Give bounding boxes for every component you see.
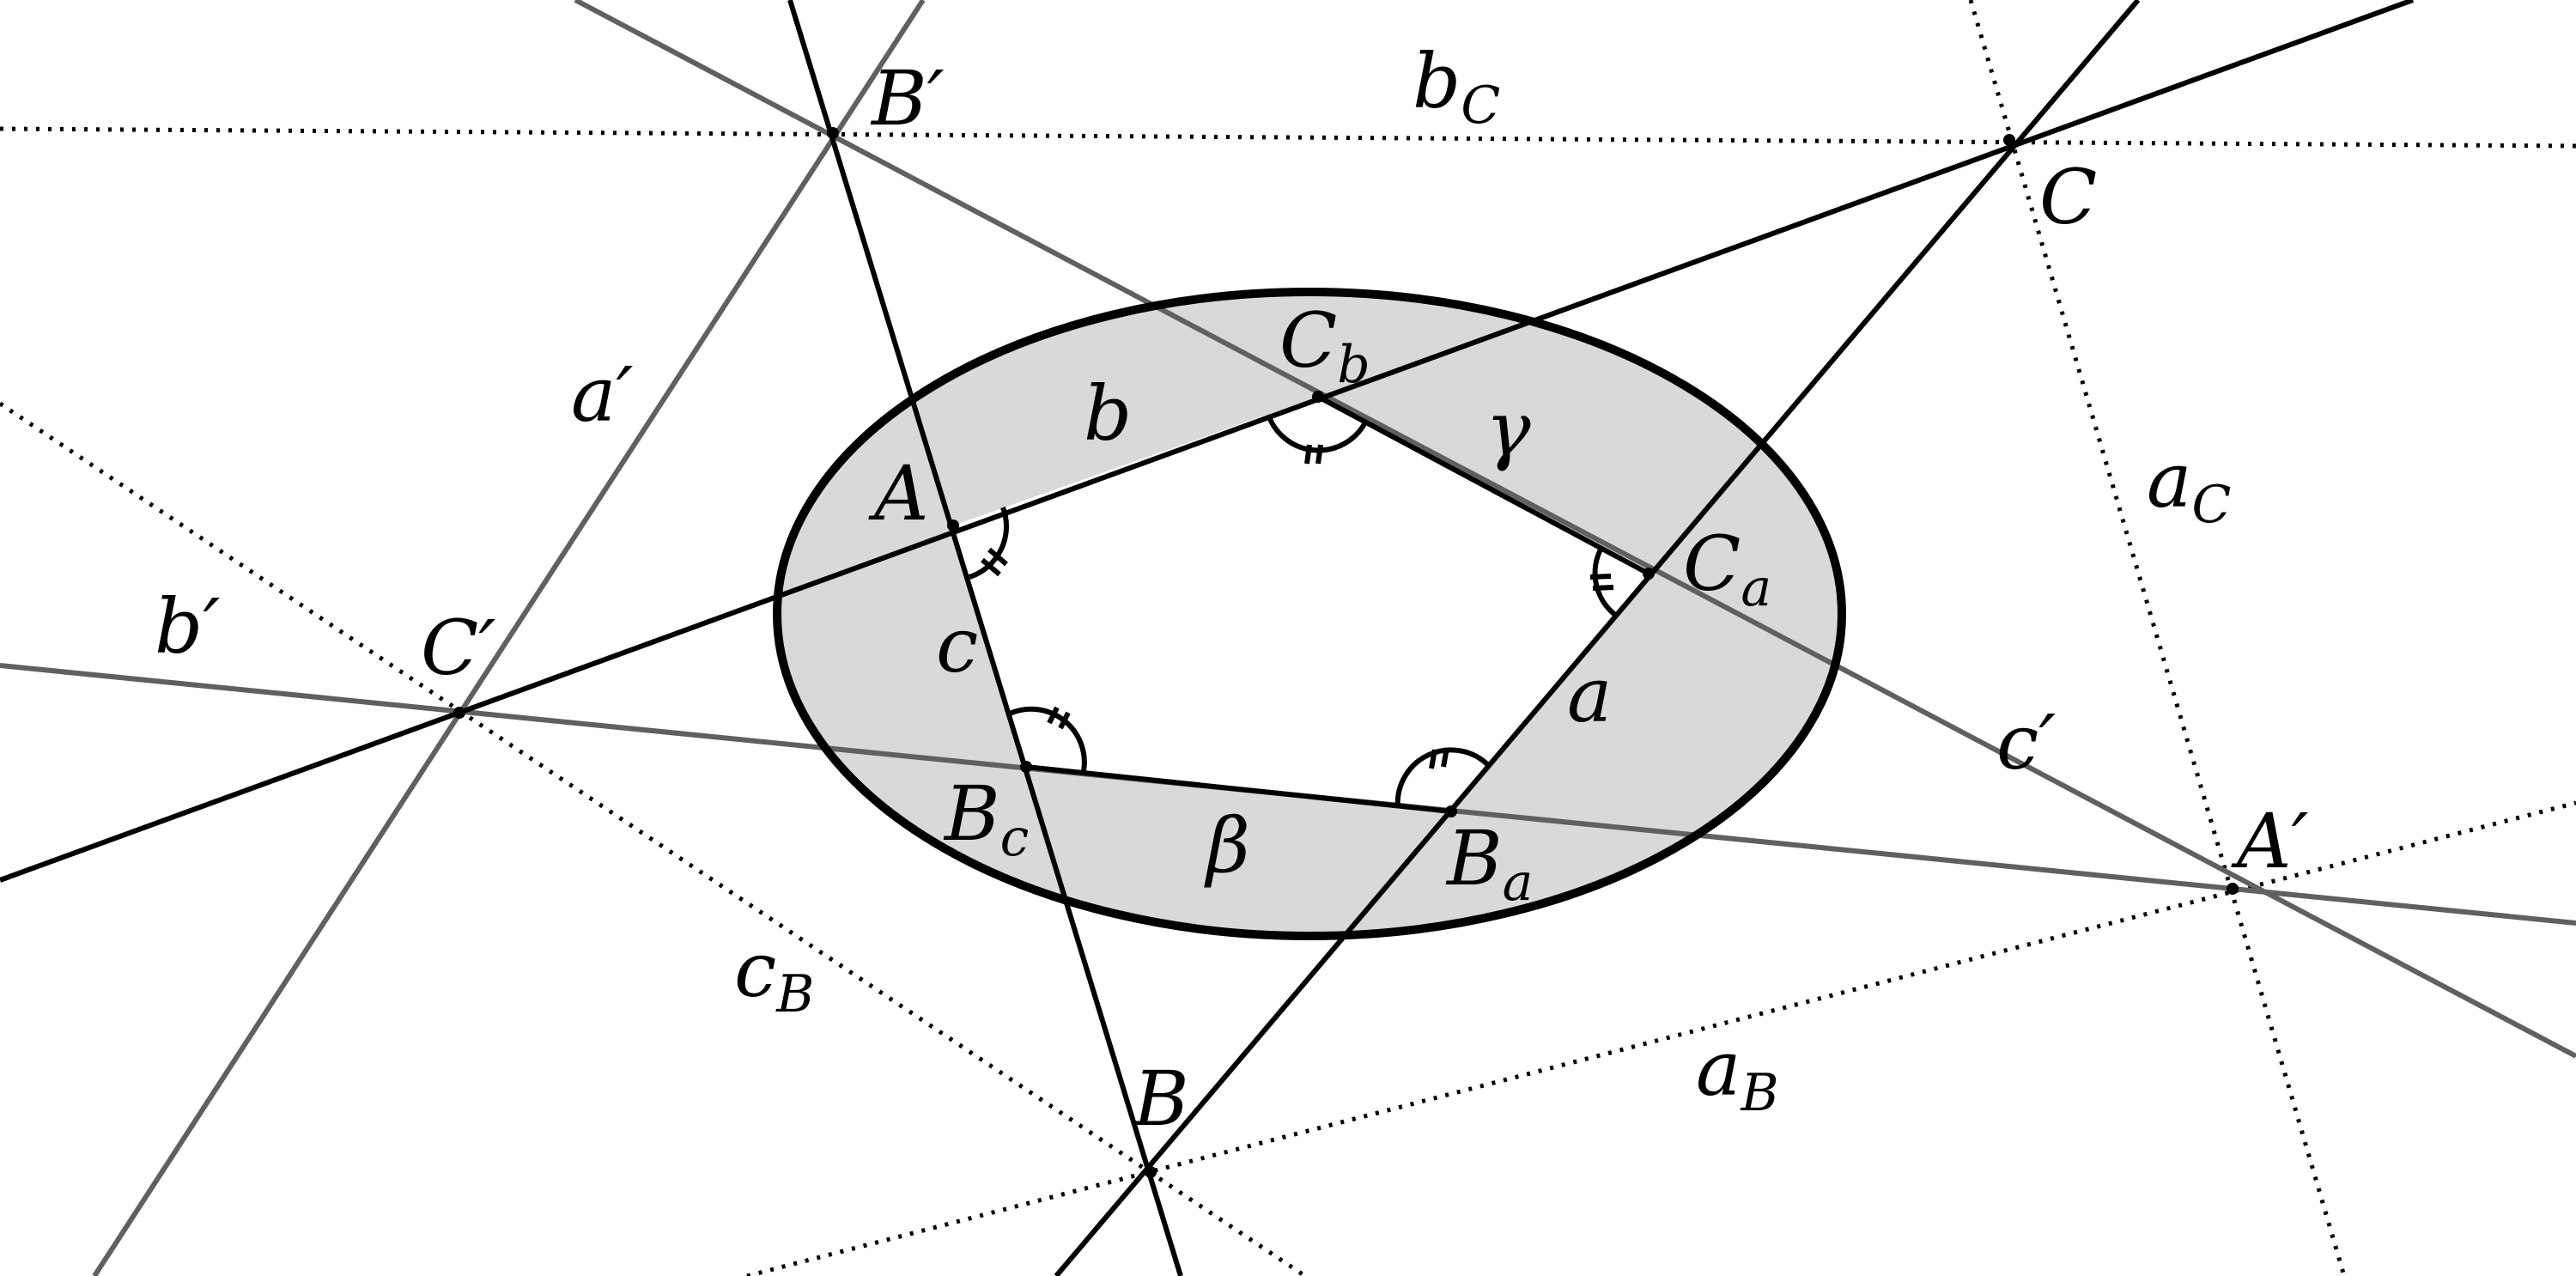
line-a (1054, 0, 2141, 1276)
label-aC: aC (2147, 436, 2231, 535)
label-cB: cB (734, 926, 814, 1024)
point-A (947, 520, 959, 532)
point-C-prime (453, 707, 465, 719)
black-lines (0, 0, 2415, 1276)
label-Ca: Ca (1683, 520, 1771, 618)
label-b-prime: b′ (155, 582, 220, 671)
angle-marks (969, 413, 1617, 809)
label-gamma: γ (1485, 385, 1531, 473)
label-c-prime: c′ (1996, 698, 2056, 787)
point-Ba (1445, 805, 1457, 817)
point-Ca (1643, 568, 1655, 580)
label-Cb: Cb (1279, 296, 1370, 395)
label-aB: aB (1696, 1024, 1779, 1123)
point-A-prime (2227, 883, 2239, 895)
vertex-dots (453, 127, 2239, 1178)
label-B: B (1132, 1054, 1189, 1143)
point-Cb (1312, 391, 1324, 403)
label-A-prime: A′ (2231, 797, 2309, 885)
angle-arc-Ba (1394, 747, 1492, 809)
label-Bc: Bc (943, 769, 1029, 868)
label-a-prime: a′ (571, 350, 633, 439)
label-b: b (1084, 369, 1132, 458)
label-Ba: Ba (1445, 814, 1533, 913)
ellipse-outline (773, 288, 1846, 940)
angle-arc-A (969, 506, 1009, 580)
label-B-prime: B′ (870, 54, 945, 143)
label-C: C (2039, 153, 2097, 241)
line-aC (1968, 0, 2347, 1276)
label-bC: bC (1413, 37, 1500, 136)
label-beta: β (1204, 801, 1250, 890)
label-a: a (1567, 651, 1612, 739)
angle-arc-Ca (1592, 546, 1617, 617)
angle-arc-Cb (1266, 413, 1368, 453)
point-B (1145, 1166, 1157, 1178)
label-c: c (936, 601, 978, 690)
label-C-prime: C′ (421, 604, 495, 692)
line-a-prime (92, 0, 926, 1276)
ellipse-annulus (777, 292, 1842, 936)
label-A: A (868, 449, 929, 538)
line-c-prime (574, 0, 2576, 1059)
point-Bc (1020, 761, 1032, 773)
point-C (2003, 134, 2015, 146)
point-B-prime (827, 127, 839, 139)
line-bC (0, 126, 2576, 149)
line-aB (746, 800, 2576, 1276)
line-c (787, 0, 1183, 1276)
